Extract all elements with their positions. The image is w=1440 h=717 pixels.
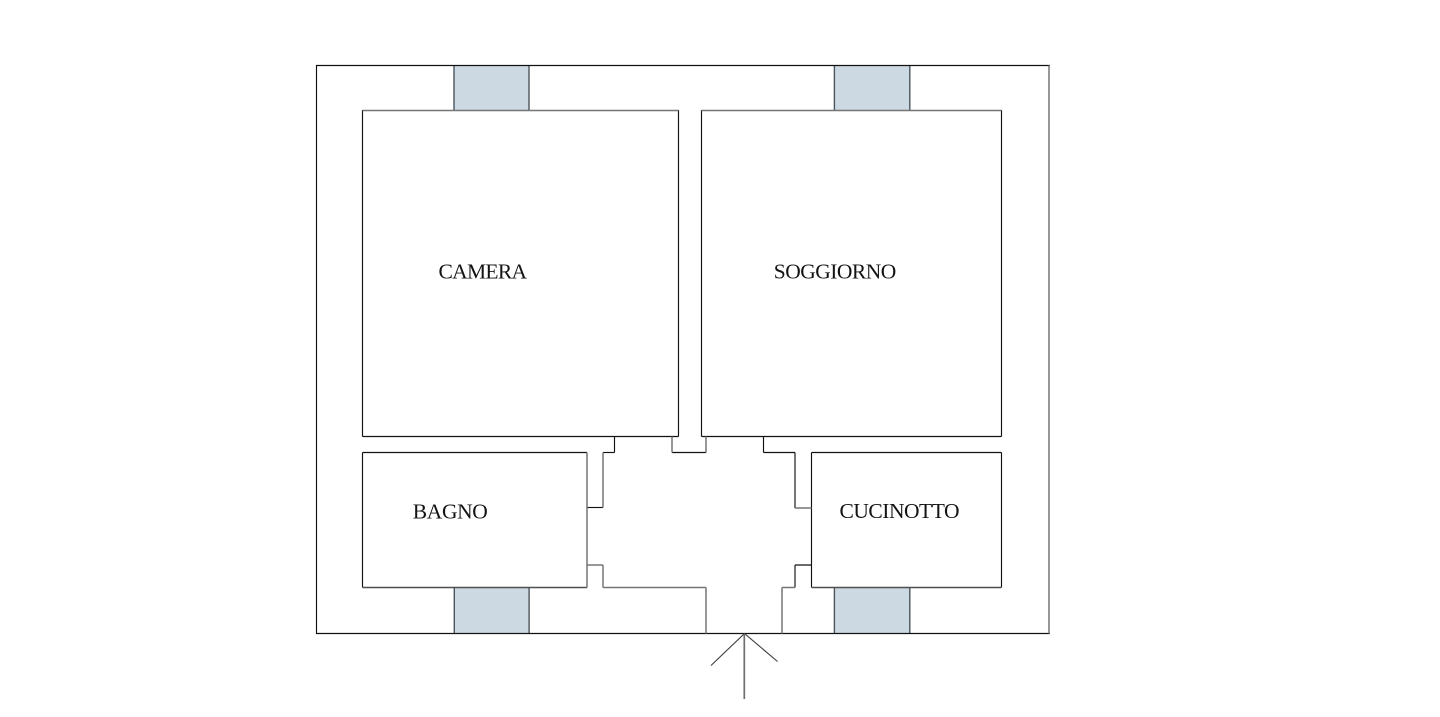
svg-text:CAMERA: CAMERA <box>439 260 528 284</box>
svg-text:CUCINOTTO: CUCINOTTO <box>840 499 960 523</box>
svg-text:SOGGIORNO: SOGGIORNO <box>774 259 897 283</box>
svg-text:BAGNO: BAGNO <box>413 500 488 524</box>
